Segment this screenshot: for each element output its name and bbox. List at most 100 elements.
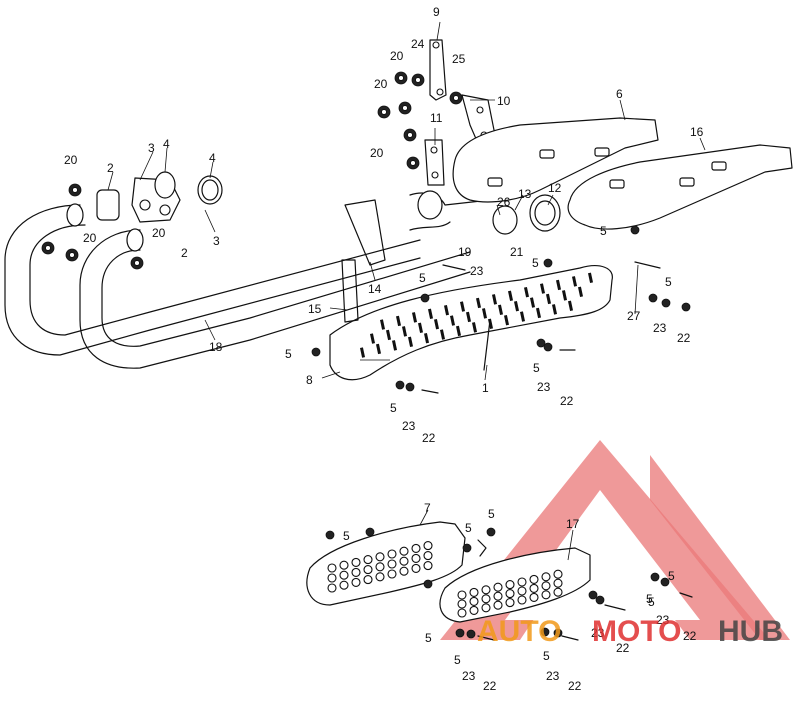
callout-c21: 21 [510, 245, 524, 259]
shield-slot [504, 314, 510, 326]
shield-slot [370, 333, 376, 344]
callout-c5a: 5 [600, 224, 607, 238]
shield-slot [427, 308, 434, 319]
shield-slot [444, 304, 450, 316]
callout-c5i: 5 [343, 529, 350, 543]
shield-slot [536, 307, 542, 319]
shield-slot [492, 294, 498, 305]
shield-hole [387, 559, 397, 569]
shield-hole [469, 587, 479, 597]
shield-hole [457, 590, 467, 600]
shield-hole [363, 565, 373, 575]
callout-c5p: 5 [668, 569, 675, 583]
shield-slot [488, 318, 494, 329]
callout-c22a: 22 [677, 331, 691, 345]
shield-slot [359, 347, 366, 358]
shield-slot [392, 340, 398, 351]
callout-c24: 24 [411, 37, 425, 51]
callout-c22d: 22 [616, 641, 630, 655]
shield-hole [541, 590, 551, 600]
callout-c5e: 5 [648, 595, 655, 609]
leader-lines [107, 21, 706, 561]
shield-hole [553, 578, 563, 588]
automotohub-wordmark: AUTO MOTO HUB [477, 615, 783, 648]
shield-slot [418, 322, 424, 333]
shield-hole [553, 587, 563, 597]
shield-hole [493, 582, 503, 592]
shield-slot [530, 297, 536, 308]
shield-hole [351, 567, 361, 577]
shield-hole [469, 596, 479, 606]
callout-c27: 27 [627, 309, 641, 323]
shield-hole [529, 592, 539, 602]
shield-hole [327, 573, 337, 583]
shield-slot [471, 322, 478, 333]
callout-c5k: 5 [488, 507, 495, 521]
callout-c20c: 20 [152, 226, 166, 240]
exhaust-pipe-right-18 [79, 228, 471, 369]
shield-slot [408, 336, 414, 347]
shield-hole [481, 594, 491, 604]
callout-c7: 7 [424, 501, 431, 515]
shield-hole [351, 577, 361, 587]
watermark-hub: HUB [718, 615, 783, 648]
gasket-4 [154, 171, 223, 205]
shield-hole [339, 570, 349, 580]
shield-hole [517, 577, 527, 587]
callout-c19: 19 [458, 245, 472, 259]
callout-c22b: 22 [560, 394, 574, 408]
shield-slot [455, 325, 462, 337]
shield-hole [351, 557, 361, 567]
shield-slot [450, 315, 456, 326]
shield-slot [386, 329, 392, 341]
callout-c4a: 4 [163, 137, 170, 151]
shield-hole [327, 583, 337, 593]
callout-c13: 13 [518, 187, 532, 201]
stay-14 [344, 199, 386, 266]
shield-hole [541, 572, 551, 582]
clamp-12 [529, 194, 561, 232]
shield-slot [572, 276, 578, 287]
callout-c5l: 5 [425, 631, 432, 645]
shield-slot [423, 332, 430, 344]
heat-shield-8-slots [359, 272, 594, 358]
muffler-16 [567, 144, 793, 230]
shield-hole [423, 561, 433, 571]
exhaust-pipe-left [4, 203, 421, 356]
lower-hardware [325, 527, 693, 641]
shield-hole [375, 562, 385, 572]
callout-c3b: 3 [213, 234, 220, 248]
shield-hole [375, 572, 385, 582]
callout-c18: 18 [209, 340, 223, 354]
shield-slot [498, 304, 504, 315]
callout-c5f: 5 [285, 347, 292, 361]
shield-hole [327, 563, 337, 573]
callout-c9: 9 [433, 5, 440, 19]
callout-c5h: 5 [390, 401, 397, 415]
shield-hole [363, 555, 373, 565]
callout-c23b: 23 [537, 380, 551, 394]
shield-7-holes [327, 541, 433, 593]
shield-hole [375, 552, 385, 562]
shield-hole [481, 603, 491, 613]
shield-hole [387, 569, 397, 579]
shield-slot [507, 290, 514, 301]
shield-slot [514, 300, 520, 312]
callout-c5m: 5 [454, 653, 461, 667]
shield-slot [434, 318, 440, 330]
callout-c5j: 5 [465, 521, 472, 535]
callout-c15: 15 [308, 302, 322, 316]
shield-hole [339, 560, 349, 570]
callout-c6: 6 [616, 87, 623, 101]
bracket-11 [424, 139, 445, 186]
shield-hole [423, 541, 433, 551]
bracket-9 [429, 39, 447, 101]
shield-slot [466, 311, 472, 323]
shield-hole [505, 598, 515, 608]
callout-c23e: 23 [656, 613, 670, 627]
stay-15 [341, 259, 359, 323]
shield-17-holes [457, 569, 563, 618]
shield-hole [517, 595, 527, 605]
callout-c22e: 22 [683, 629, 697, 643]
callout-c4b: 4 [209, 151, 216, 165]
